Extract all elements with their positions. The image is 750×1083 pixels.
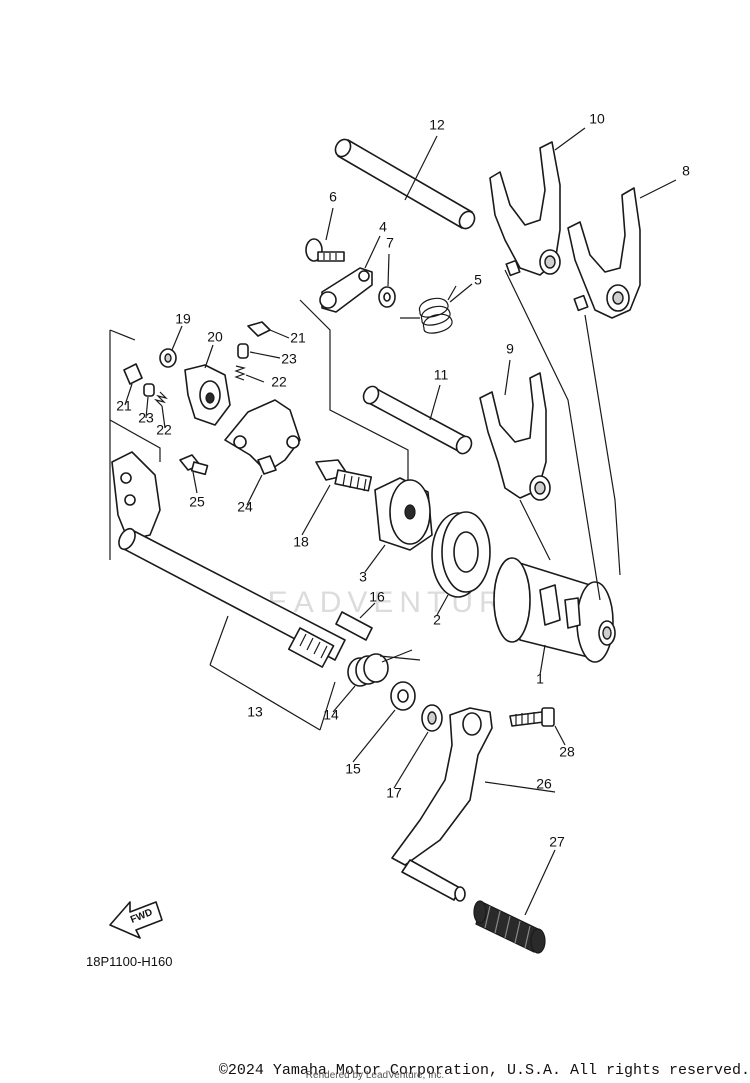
callout-12: 12: [429, 117, 445, 133]
diagram-code: 18P1100-H160: [86, 954, 173, 969]
callout-14: 14: [323, 707, 339, 723]
leader-lines: [109, 127, 677, 916]
callout-21-upper: 21: [290, 330, 306, 346]
copyright-notice: ©2024 Yamaha Motor Corporation, U.S.A. A…: [218, 1062, 750, 1079]
part-11-shift-fork-shaft: [362, 385, 473, 455]
callout-11: 11: [434, 367, 449, 383]
callout-9: 9: [506, 341, 514, 357]
callout-22-lower: 22: [156, 422, 172, 438]
part-8-shift-fork: [567, 187, 641, 319]
callout-labels: 1 2 3 4 5 6 7 8 9 10 11 12 13 14 15 16 1…: [116, 111, 690, 850]
callout-15: 15: [345, 761, 361, 777]
part-10-shift-fork: [489, 141, 561, 277]
rendered-by-notice: Rendered by LeadVenture, Inc.: [305, 1070, 445, 1081]
callout-27: 27: [549, 834, 565, 850]
part-19-nut: [159, 348, 177, 368]
part-6-bolt: [305, 238, 345, 262]
part-12-shift-fork-shaft: [334, 138, 476, 230]
callout-28: 28: [559, 744, 575, 760]
callout-22-upper: 22: [271, 374, 287, 390]
part-26-shift-pedal: [391, 707, 493, 902]
callout-10: 10: [589, 111, 605, 127]
callout-23-lower: 23: [138, 410, 154, 426]
part-14-spring: [347, 649, 421, 687]
callout-4: 4: [379, 219, 387, 235]
callout-6: 6: [329, 189, 337, 205]
callout-7: 7: [386, 235, 394, 251]
part-25-bolt: [179, 454, 209, 476]
callout-5: 5: [474, 272, 482, 288]
callout-13: 13: [247, 704, 263, 720]
callout-8: 8: [682, 163, 690, 179]
part-22-spring-upper: [234, 365, 247, 381]
part-24-plate: [224, 399, 301, 475]
part-15-washer: [390, 681, 416, 711]
part-3-segment: [374, 477, 433, 551]
callout-3: 3: [359, 569, 367, 585]
part-16-pin: [335, 611, 373, 641]
part-5-torsion-spring: [400, 285, 457, 334]
part-20-shift-guide: [184, 364, 231, 426]
callout-25: 25: [189, 494, 205, 510]
part-28-bolt: [509, 707, 555, 727]
callout-26: 26: [536, 776, 552, 792]
callout-20: 20: [207, 329, 223, 345]
part-1-shift-drum: [493, 557, 616, 663]
part-13-shift-shaft: [111, 451, 346, 668]
callout-19: 19: [175, 311, 191, 327]
callout-16: 16: [369, 589, 385, 605]
callout-1: 1: [536, 671, 544, 687]
part-21-pawl-lower: [123, 363, 143, 385]
fwd-arrow-icon: FWD: [109, 901, 163, 939]
part-23-pin-upper: [237, 343, 249, 359]
part-2-bearing: [431, 511, 491, 598]
callout-21-lower: 21: [116, 398, 132, 414]
part-7-washer: [378, 286, 396, 308]
part-18-bolt: [315, 459, 373, 492]
part-27-pedal-rubber: [473, 900, 546, 954]
part-23-pin-lower: [143, 383, 155, 397]
part-4-stopper-lever: [319, 267, 373, 313]
part-9-shift-fork: [479, 372, 551, 501]
part-21-pawl-upper: [247, 321, 271, 337]
callout-24: 24: [237, 499, 253, 515]
callout-2: 2: [433, 612, 441, 628]
part-22-spring-lower: [154, 391, 168, 407]
callout-23-upper: 23: [281, 351, 297, 367]
part-17-collar: [421, 704, 443, 732]
callout-18: 18: [293, 534, 309, 550]
callout-17: 17: [386, 785, 402, 801]
